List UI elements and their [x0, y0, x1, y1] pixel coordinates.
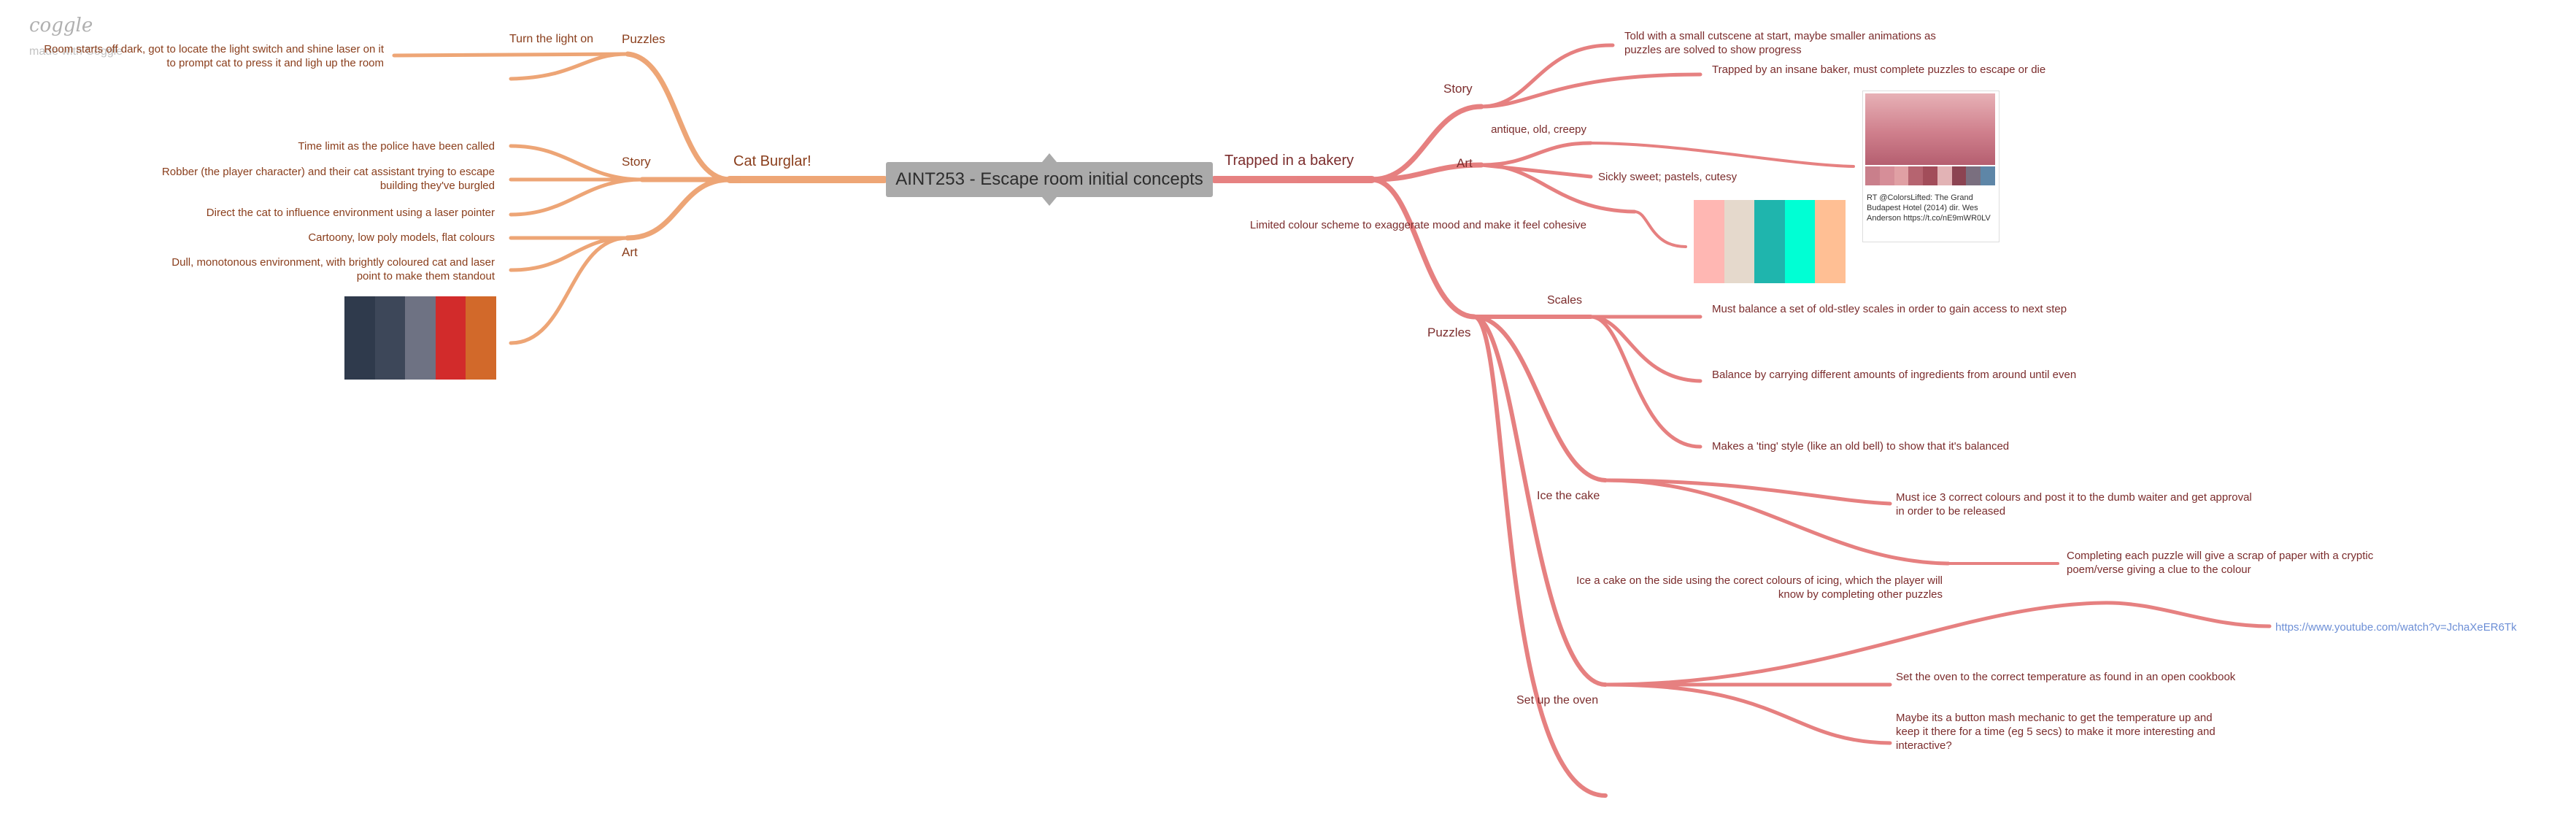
set-up-oven-node[interactable]: Set up the oven [1516, 694, 1599, 707]
pastel-palette-image[interactable] [1694, 200, 1846, 283]
palette-swatch [1724, 200, 1755, 283]
right-art-item-0[interactable]: antique, old, creepy [1491, 123, 1586, 136]
scales-node[interactable]: Scales [1547, 294, 1583, 307]
left-art-node[interactable]: Art [622, 245, 638, 259]
palette-swatch [1966, 166, 1981, 185]
root-expand-down-icon[interactable] [1042, 197, 1057, 206]
palette-swatch [1908, 166, 1924, 185]
left-puzzles-node[interactable]: Puzzles [622, 32, 666, 46]
left-story-item-2[interactable]: Direct the cat to influence environment … [206, 207, 495, 219]
right-art-item-2[interactable]: Limited colour scheme to exaggerate mood… [1249, 219, 1586, 231]
turn-light-detail[interactable]: Room starts off dark, got to locate the … [44, 43, 384, 69]
left-story-item-0[interactable]: Time limit as the police have been calle… [298, 140, 495, 153]
palette-swatch [435, 296, 466, 380]
palette-swatch [1937, 166, 1952, 185]
palette-swatch [1784, 200, 1816, 283]
palette-swatch [1754, 200, 1785, 283]
palette-swatch [1879, 166, 1894, 185]
ice-cake-item-2[interactable]: Ice a cake on the side using the corect … [1576, 574, 1943, 601]
right-art-node[interactable]: Art [1457, 156, 1473, 170]
scales-item-2[interactable]: Makes a 'ting' style (like an old bell) … [1712, 440, 2010, 453]
palette-swatch [405, 296, 436, 380]
left-story-item-1[interactable]: Robber (the player character) and their … [161, 166, 495, 192]
left-story-node[interactable]: Story [622, 155, 651, 169]
youtube-link[interactable]: https://www.youtube.com/watch?v=JchaXeER… [2275, 621, 2517, 634]
left-art-item-1[interactable]: Dull, monotonous environment, with brigh… [171, 256, 495, 282]
trapped-in-bakery-node[interactable]: Trapped in a bakery [1225, 153, 1354, 169]
turn-light-on-node[interactable]: Turn the light on [509, 33, 594, 45]
right-puzzles-node[interactable]: Puzzles [1427, 326, 1471, 339]
palette-swatch [1865, 166, 1880, 185]
palette-swatch [1815, 200, 1846, 283]
right-story-item-1[interactable]: Trapped by an insane baker, must complet… [1712, 64, 2046, 76]
scales-item-1[interactable]: Balance by carrying different amounts of… [1712, 369, 2077, 381]
palette-swatch [1981, 166, 1996, 185]
scales-item-0[interactable]: Must balance a set of old-stley scales i… [1712, 303, 2067, 315]
oven-item-0[interactable]: Set the oven to the correct temperature … [1896, 671, 2236, 683]
budapest-photo-image [1865, 93, 1995, 165]
made-with-label: made with Coggle [29, 45, 123, 58]
budapest-photo-palette [1865, 166, 1996, 185]
oven-item-1[interactable]: Maybe its a button mash mechanic to get … [1896, 712, 2216, 752]
palette-swatch [1894, 166, 1909, 185]
palette-footer [1694, 283, 1846, 293]
right-art-item-1[interactable]: Sickly sweet; pastels, cutesy [1598, 171, 1738, 183]
ice-cake-item-1[interactable]: Completing each puzzle will give a scrap… [2067, 550, 2374, 576]
palette-footer [344, 380, 496, 390]
budapest-photo-caption: RT @ColorsLifted: The Grand Budapest Hot… [1867, 193, 1991, 223]
right-story-item-0[interactable]: Told with a small cutscene at start, may… [1624, 30, 1936, 56]
left-art-item-0[interactable]: Cartoony, low poly models, flat colours [308, 231, 495, 244]
palette-swatch [1694, 200, 1724, 283]
cat-burglar-node[interactable]: Cat Burglar! [733, 153, 811, 169]
palette-swatch [1951, 166, 1967, 185]
ice-the-cake-node[interactable]: Ice the cake [1537, 490, 1600, 502]
ice-cake-item-0[interactable]: Must ice 3 correct colours and post it t… [1896, 491, 2252, 517]
palette-swatch [466, 296, 496, 380]
dark-palette-image[interactable] [344, 296, 496, 380]
palette-swatch [374, 296, 406, 380]
palette-swatch [344, 296, 375, 380]
root-expand-up-icon[interactable] [1042, 153, 1057, 162]
coggle-logo: coggle [29, 15, 93, 36]
root-node[interactable]: AINT253 - Escape room initial concepts [886, 162, 1213, 197]
palette-swatch [1923, 166, 1937, 185]
right-story-node[interactable]: Story [1443, 82, 1473, 96]
